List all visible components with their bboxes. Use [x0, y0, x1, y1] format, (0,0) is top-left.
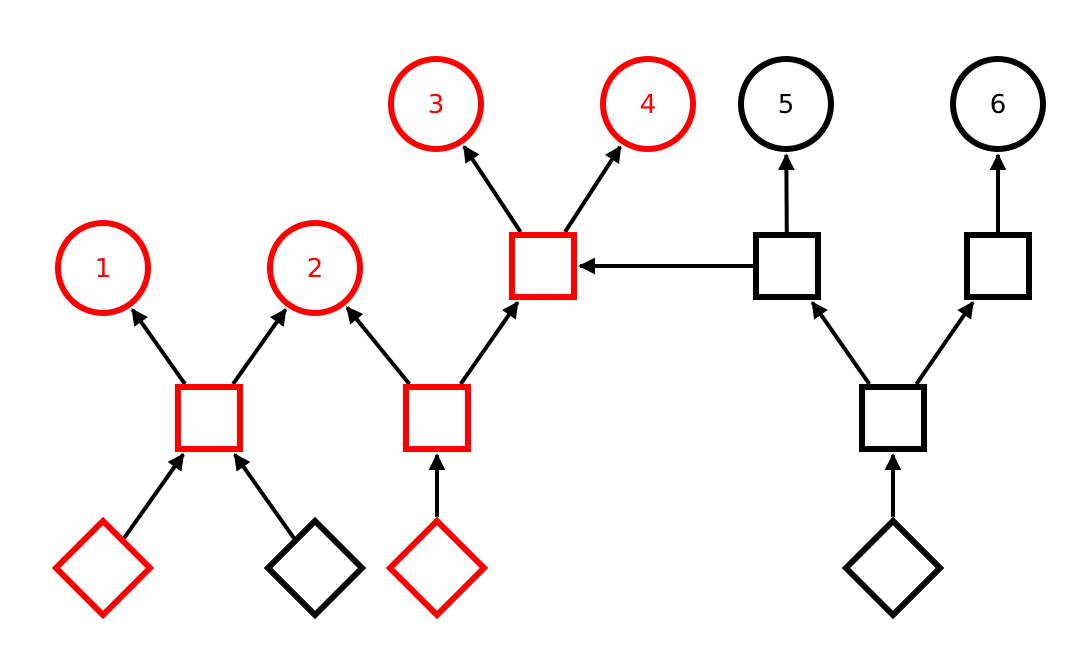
- nodes-layer: 1 2 3 4 5 6: [51, 56, 1046, 620]
- square-shape: [964, 232, 1032, 300]
- circle-node-c4: 4: [600, 56, 696, 152]
- square-node-s4: [753, 232, 821, 300]
- edge-arrow-s6-to-s4: [810, 301, 871, 386]
- diamond-node-d2: [263, 516, 367, 620]
- circle-shape: [600, 56, 696, 152]
- diamond-shape: [385, 516, 489, 620]
- edge-arrow-s2-to-c2: [345, 306, 411, 386]
- square-node-s3: [509, 232, 577, 300]
- circle-shape: [738, 56, 834, 152]
- node-label: 4: [640, 90, 657, 120]
- node-label: 3: [428, 90, 445, 120]
- square-shape: [859, 384, 927, 452]
- square-shape: [509, 232, 577, 300]
- node-label: 1: [95, 254, 112, 284]
- square-shape: [753, 232, 821, 300]
- circle-shape: [55, 220, 151, 316]
- circle-shape: [388, 56, 484, 152]
- circle-shape: [267, 220, 363, 316]
- edge-arrow-s3-to-c4: [563, 145, 622, 234]
- diamond-shape: [51, 516, 155, 620]
- circle-node-c2: 2: [267, 220, 363, 316]
- node-label: 5: [778, 90, 795, 120]
- square-node-s2: [403, 384, 471, 452]
- diamond-node-d4: [841, 516, 945, 620]
- edge-arrow-s3-to-c3: [462, 145, 523, 234]
- circle-node-c1: 1: [55, 220, 151, 316]
- node-label: 2: [307, 254, 324, 284]
- edge-arrow-s1-to-c2: [231, 308, 288, 386]
- square-shape: [403, 384, 471, 452]
- diamond-node-d1: [51, 516, 155, 620]
- edge-arrow-s2-to-s3: [459, 301, 520, 386]
- square-shape: [175, 384, 243, 452]
- square-node-s1: [175, 384, 243, 452]
- edge-arrow-d1-to-s1: [122, 453, 185, 540]
- square-node-s6: [859, 384, 927, 452]
- diamond-shape: [263, 516, 367, 620]
- circle-shape: [950, 56, 1046, 152]
- circle-node-c3: 3: [388, 56, 484, 152]
- edge-arrow-s1-to-c1: [130, 308, 187, 386]
- diamond-node-d3: [385, 516, 489, 620]
- edge-arrow-s6-to-s5: [914, 301, 975, 386]
- circle-node-c6: 6: [950, 56, 1046, 152]
- node-label: 6: [990, 90, 1007, 120]
- square-node-s5: [964, 232, 1032, 300]
- edges-layer: [122, 145, 1007, 540]
- edge-arrow-d2-to-s1: [233, 453, 296, 540]
- circle-node-c5: 5: [738, 56, 834, 152]
- diamond-shape: [841, 516, 945, 620]
